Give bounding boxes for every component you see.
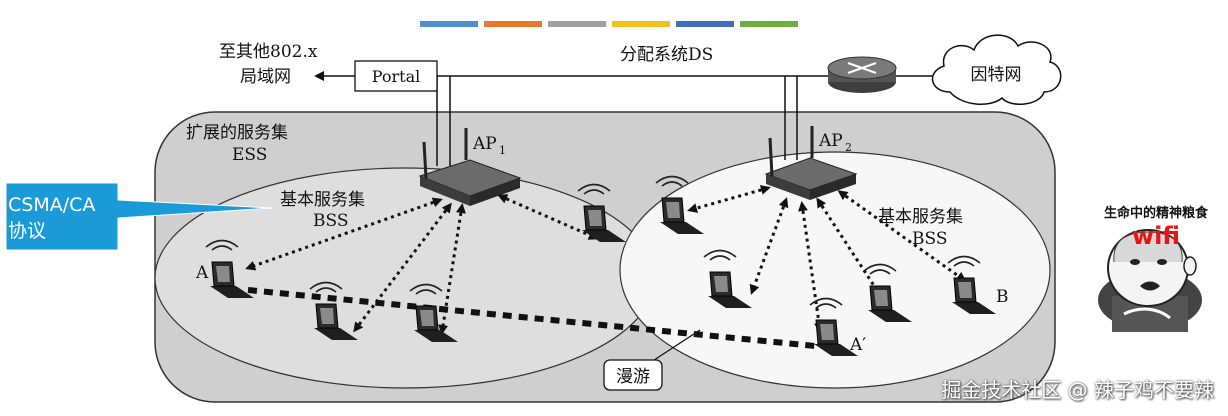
portal-label: Portal <box>372 67 420 86</box>
legend-swatch <box>740 21 798 27</box>
callout-line-1: CSMA/CA <box>8 194 96 216</box>
laptop-icon <box>703 249 752 308</box>
watermark-text: 掘金技术社区 @ 辣子鸡不要辣 <box>941 378 1214 402</box>
distribution-system-label: 分配系统DS <box>620 45 713 65</box>
internet-label: 因特网 <box>971 65 1022 85</box>
station-a-prime-label: A′ <box>849 335 866 355</box>
color-legend-bar <box>420 21 798 27</box>
laptop-icon <box>863 263 912 322</box>
ap1-label: AP <box>472 134 497 154</box>
meme-face-icon <box>1098 229 1202 332</box>
station-b-label: B <box>996 287 1009 307</box>
laptop-icon <box>309 281 358 340</box>
meme-wifi-text: wifi <box>1131 222 1181 250</box>
router-icon <box>827 56 897 93</box>
bss-right-label: 基本服务集 <box>878 207 963 227</box>
bss-left-label-2: BSS <box>313 211 349 231</box>
bss-right-label-2: BSS <box>912 229 948 249</box>
callout-line-2: 协议 <box>8 220 47 242</box>
other-lan-label: 至其他802.x <box>219 42 318 62</box>
ap1-subscript: 1 <box>499 144 506 157</box>
laptop-icon <box>205 239 254 298</box>
csma-ca-callout-text: CSMA/CA 协议 <box>8 192 128 244</box>
ess-label: 扩展的服务集 <box>186 123 288 143</box>
roaming-label: 漫游 <box>616 367 650 387</box>
roaming-label-box: 漫游 <box>603 359 663 391</box>
access-point-1-icon <box>418 128 522 206</box>
legend-swatch <box>548 21 606 27</box>
internet-cloud-icon: 因特网 <box>931 34 1062 105</box>
access-point-2-icon <box>764 126 858 200</box>
ap2-label: AP <box>818 131 843 151</box>
laptop-icon <box>577 183 626 242</box>
other-lan-label-2: 局域网 <box>240 67 291 87</box>
laptop-icon <box>809 297 858 356</box>
csma-ca-callout <box>5 182 273 251</box>
legend-swatch <box>612 21 670 27</box>
legend-swatch <box>420 21 478 27</box>
laptop-icon <box>409 283 458 342</box>
legend-swatch <box>484 21 542 27</box>
laptop-icon <box>655 175 704 234</box>
ap2-subscript: 2 <box>845 141 852 154</box>
station-a-label: A <box>195 263 209 283</box>
bss-left-label: 基本服务集 <box>280 190 365 210</box>
roaming-pointer <box>647 329 701 365</box>
ess-label-2: ESS <box>232 145 267 165</box>
legend-swatch <box>676 21 734 27</box>
station-laptops <box>205 175 996 356</box>
meme-caption: 生命中的精神粮食 <box>1103 206 1208 221</box>
portal-box: Portal <box>354 60 438 92</box>
laptop-icon <box>947 255 996 314</box>
